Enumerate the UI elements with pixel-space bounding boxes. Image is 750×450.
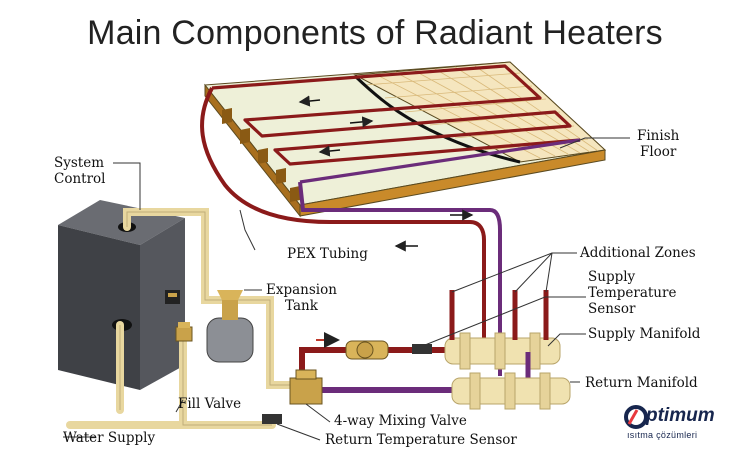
diagram-title: Main Components of Radiant Heaters (87, 14, 663, 52)
label-pex-tubing: PEX Tubing (287, 246, 368, 262)
pex-supply-tubing (200, 87, 486, 340)
circulator-pump (345, 340, 389, 360)
return-manifold (451, 372, 571, 410)
leader-lines (63, 137, 630, 441)
fill-valve (175, 322, 193, 342)
return-temperature-sensor (262, 414, 282, 424)
supply-manifold (444, 332, 561, 370)
label-water-supply: Water Supply (63, 430, 156, 446)
label-expansion-tank: Expansion Tank (266, 282, 337, 314)
label-supply-temperature-sensor: Supply Temperature Sensor (588, 269, 677, 317)
label-additional-zones: Additional Zones (580, 245, 696, 261)
optimum-logo: ptimum ısıtma çözümleri (623, 404, 733, 444)
mixing-valve (289, 369, 323, 405)
label-fill-valve: Fill Valve (178, 396, 242, 412)
label-return-temperature-sensor: Return Temperature Sensor (325, 432, 517, 448)
label-mixing-valve: 4-way Mixing Valve (334, 413, 467, 429)
pex-return-tubing (298, 181, 502, 376)
label-system-control: System Control (54, 155, 106, 187)
logo-subtitle: ısıtma çözümleri (627, 430, 698, 440)
expansion-tank (206, 290, 254, 363)
additional-zone-lines (449, 290, 549, 340)
supply-temperature-sensor (412, 344, 432, 354)
label-finish-floor: Finish Floor (637, 128, 680, 160)
logo-word: ptimum (646, 405, 715, 426)
logo-o-icon (624, 405, 648, 429)
label-return-manifold: Return Manifold (585, 375, 698, 391)
label-supply-manifold: Supply Manifold (588, 326, 701, 342)
floor-pex-loop (211, 64, 581, 166)
floor-pex-return (299, 138, 581, 184)
